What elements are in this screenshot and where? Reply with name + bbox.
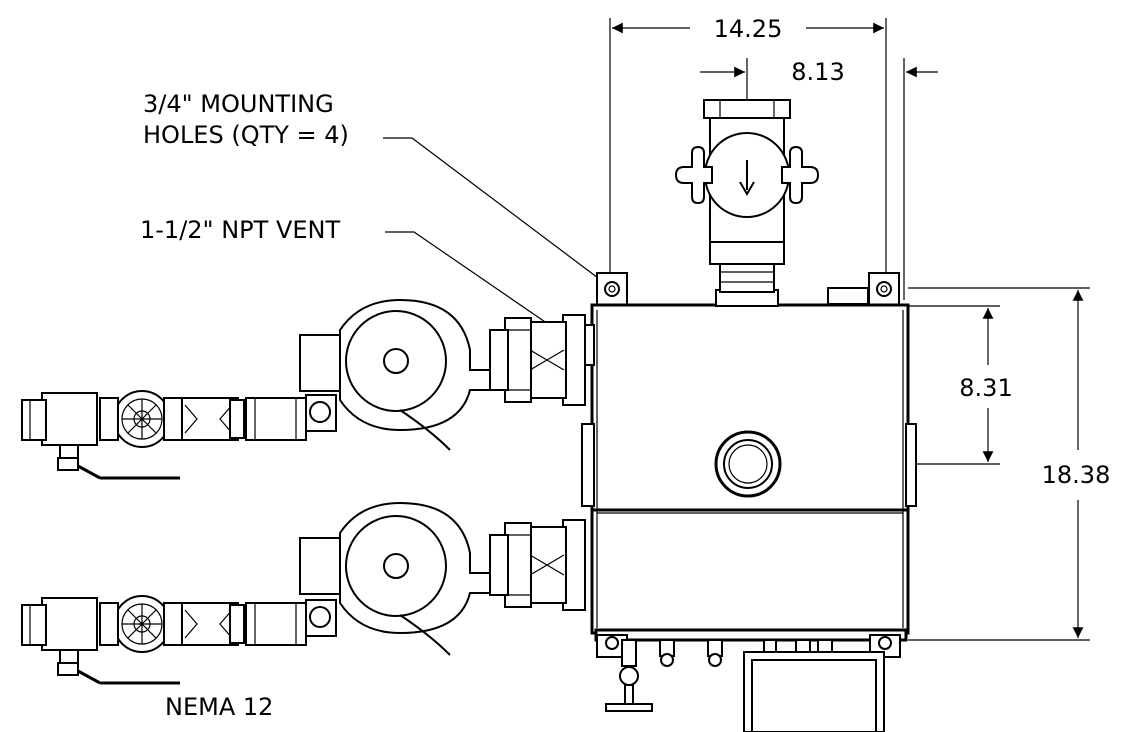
enclosure-body [581,272,917,658]
dimension-overall-width: 14.25 [609,15,887,285]
dimension-overall-height: 18.38 [908,287,1111,641]
dimension-overall-height-value: 18.38 [1042,461,1111,489]
pump-assembly-lower [21,501,586,685]
dimension-vent-offset-y-value: 8.31 [959,374,1012,402]
top-valve [674,99,820,307]
callout-mounting-holes: 3/4" MOUNTING HOLES (QTY = 4) [143,90,607,285]
bottom-fittings [605,639,885,732]
callout-enclosure: NEMA 12 [165,693,273,721]
callout-mounting-holes-line1: 3/4" MOUNTING [143,90,334,118]
dimension-vent-offset-x-value: 8.13 [791,58,844,86]
callout-mounting-holes-line2: HOLES (QTY = 4) [143,121,349,149]
callout-vent-text: 1-1/2" NPT VENT [140,216,340,244]
callout-vent: 1-1/2" NPT VENT [140,216,727,447]
vent-port [714,430,782,498]
dimension-vent-offset-x: 8.13 [700,58,938,440]
dimension-overall-width-value: 14.25 [714,15,783,43]
pump-assembly-upper [21,298,586,480]
